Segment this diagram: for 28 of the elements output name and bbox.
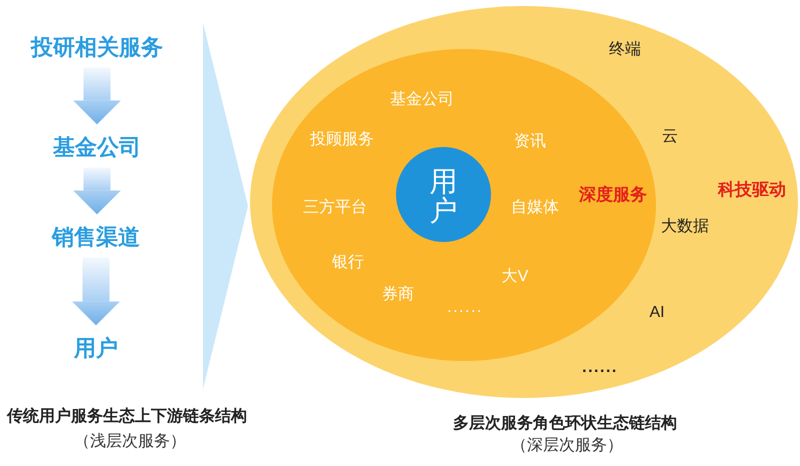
step-label: 投研相关服务 [31, 34, 163, 60]
role-label: 三方平台 [303, 198, 367, 218]
caption-subtitle: （浅层次服务） [74, 432, 186, 452]
tech-label: 大数据 [661, 218, 709, 236]
role-label: 大V [502, 268, 528, 286]
down-arrow [73, 168, 121, 214]
role-label: 券商 [382, 286, 414, 304]
step-label: 销售渠道 [52, 224, 140, 250]
tech-label: 云 [662, 128, 678, 146]
ellipsis-text: ...... [582, 358, 618, 378]
tech-label: AI [649, 304, 665, 322]
outer-ellipse [250, 6, 798, 398]
down-arrow [73, 68, 121, 124]
caption-title: 多层次服务角色环状生态链结构 [453, 414, 677, 434]
down-arrow [72, 258, 120, 326]
role-label: 自媒体 [511, 198, 559, 218]
ellipsis-text: ...... [447, 298, 483, 318]
ring-title: 科技驱动 [718, 180, 786, 200]
caption-title: 传统用户服务生态上下游链条结构 [7, 408, 247, 426]
ring-title: 深度服务 [579, 185, 647, 205]
caption-subtitle: （深层次服务） [511, 436, 623, 456]
role-label: 银行 [332, 254, 364, 272]
role-label: 投顾服务 [310, 130, 374, 150]
role-label: 资讯 [514, 132, 546, 152]
tech-label: 终端 [609, 40, 641, 60]
step-label: 用户 [74, 335, 118, 361]
role-label: 基金公司 [390, 90, 454, 110]
step-label: 基金公司 [53, 134, 141, 160]
